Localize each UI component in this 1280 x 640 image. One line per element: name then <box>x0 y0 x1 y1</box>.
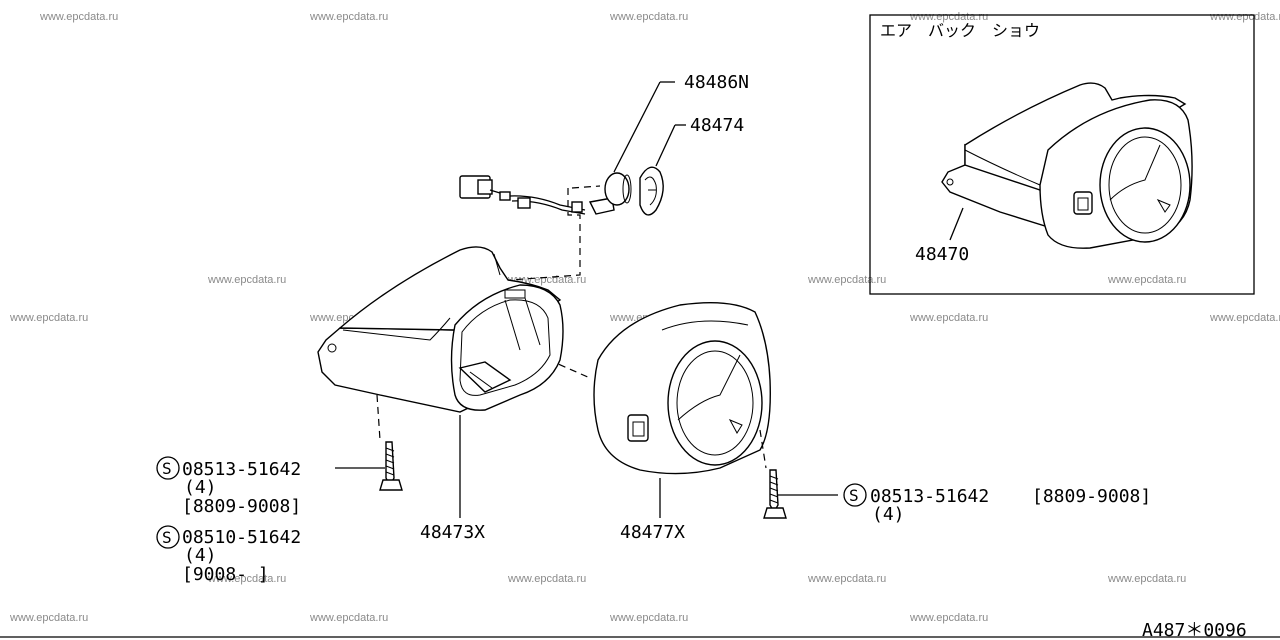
watermark: www.epcdata.ru <box>1107 573 1186 585</box>
s-symbol: S <box>849 486 859 505</box>
screw-part-no: 08510-51642 <box>182 527 301 548</box>
dash-right-screw <box>759 429 767 469</box>
upper-column-cover-48477x <box>593 301 771 475</box>
lower-column-cover-48473x <box>317 246 564 413</box>
watermark: www.epcdata.ru <box>1107 274 1186 286</box>
s-symbol-icon <box>156 525 180 549</box>
dash-connector <box>571 185 601 189</box>
diagram-code: A487＊0096 <box>1142 620 1247 640</box>
watermark: www.epcdata.ru <box>909 612 988 624</box>
dash-connector-to-cover <box>509 188 581 281</box>
s-symbol-icon <box>843 483 867 507</box>
screw-range: [8809-9008] <box>1032 486 1151 507</box>
watermark: www.epcdata.ru <box>609 612 688 624</box>
watermark: www.epcdata.ru <box>807 573 886 585</box>
label-48486n: 48486N <box>684 72 749 93</box>
s-symbol-icon <box>156 456 180 480</box>
watermark: www.epcdata.ru <box>609 11 688 23</box>
watermark: www.epcdata.ru <box>309 11 388 23</box>
leader-48474 <box>655 124 676 167</box>
watermark: www.epcdata.ru <box>1209 11 1280 23</box>
screw-left <box>379 441 403 491</box>
leader-48470 <box>949 207 964 241</box>
watermark: www.epcdata.ru <box>909 11 988 23</box>
inset-column-cover-drawing <box>941 82 1193 249</box>
inset-frame <box>869 14 1255 295</box>
socket-48486n <box>604 172 630 206</box>
watermark: www.epcdata.ru <box>807 274 886 286</box>
inset-airbag: エア バック ショウ 48470 <box>869 14 1255 295</box>
screw-range: [9008- ] <box>182 564 269 585</box>
label-48470: 48470 <box>915 244 969 265</box>
connector-harness-48486n <box>459 172 632 215</box>
watermark: www.epcdata.ru <box>39 11 118 23</box>
label-48473x: 48473X <box>420 522 485 543</box>
watermark: www.epcdata.ru <box>1209 312 1280 324</box>
dash-left-screw <box>376 394 381 441</box>
label-48477x: 48477X <box>620 522 685 543</box>
screw-qty: (4) <box>872 504 905 525</box>
screw-right-callouts: S 08513-51642 [8809-9008] (4) <box>843 483 1151 525</box>
screw-qty: (4) <box>184 545 217 566</box>
s-symbol: S <box>162 528 172 547</box>
watermark: www.epcdata.ru <box>909 312 988 324</box>
watermark: www.epcdata.ru <box>9 612 88 624</box>
watermark: www.epcdata.ru <box>207 573 286 585</box>
label-48474: 48474 <box>690 115 744 136</box>
watermark: www.epcdata.ru <box>309 612 388 624</box>
leader-48486n <box>613 81 661 173</box>
screw-left-callouts: S 08513-51642 (4) [8809-9008] S 08510-51… <box>156 456 301 585</box>
s-symbol: S <box>162 459 172 478</box>
screw-right <box>763 469 787 519</box>
bulb-48474 <box>639 166 664 216</box>
watermark: www.epcdata.ru <box>207 274 286 286</box>
watermark: www.epcdata.ru <box>507 573 586 585</box>
inset-title: エア バック ショウ <box>880 21 1040 40</box>
screw-qty: (4) <box>184 477 217 498</box>
screw-part-no: 08513-51642 <box>182 459 301 480</box>
watermark: www.epcdata.ru <box>9 312 88 324</box>
screw-part-no: 08513-51642 <box>870 486 989 507</box>
screw-range: [8809-9008] <box>182 496 301 517</box>
